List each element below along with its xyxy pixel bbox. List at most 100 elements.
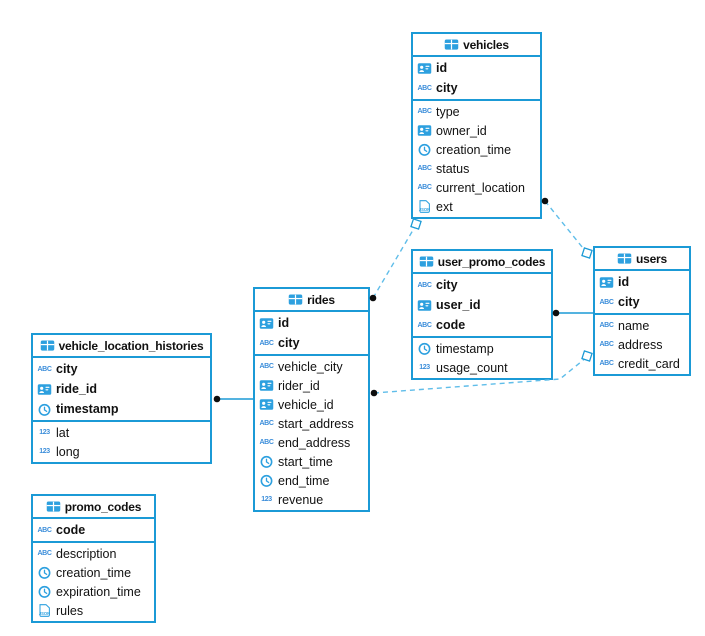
relationship-users-vehicles (544, 200, 588, 254)
column-label: type (436, 104, 460, 119)
abc-icon: ABC (417, 321, 432, 329)
column-row-city[interactable]: ABC city (33, 359, 210, 379)
table-grid-icon (419, 254, 434, 269)
id-badge-icon (417, 298, 432, 313)
number-123-icon: 123 (39, 429, 50, 436)
column-label: city (436, 81, 458, 95)
column-label: address (618, 337, 663, 352)
column-label: credit_card (618, 356, 680, 371)
abc-icon: ABC (417, 84, 432, 92)
column-row-timestamp[interactable]: timestamp (33, 399, 210, 419)
id-badge-icon (259, 397, 274, 412)
column-row-creation_time[interactable]: creation_time (413, 140, 540, 159)
table-title: vehicle_location_histories (58, 338, 204, 353)
column-label: description (56, 546, 117, 561)
column-label: city (278, 336, 300, 350)
abc-icon: ABC (37, 526, 52, 534)
column-row-id[interactable]: id (595, 272, 689, 292)
id-badge-icon (417, 123, 432, 138)
abc-icon: ABC (417, 184, 432, 191)
table-header[interactable]: vehicles (413, 34, 540, 57)
column-row-vehicle_id[interactable]: vehicle_id (255, 395, 368, 414)
clock-icon (37, 584, 52, 599)
column-label: end_time (278, 473, 330, 488)
json-file-icon: JSON (37, 603, 52, 618)
table-header[interactable]: rides (255, 289, 368, 312)
column-label: city (436, 278, 458, 292)
column-label: start_address (278, 416, 354, 431)
column-row-rules[interactable]: JSON rules (33, 601, 154, 620)
column-row-expiration_time[interactable]: expiration_time (33, 582, 154, 601)
primary-key-section: ABC code (33, 519, 154, 541)
table-grid-icon (46, 499, 61, 514)
relationship-square-marker (581, 350, 593, 362)
column-row-creation_time[interactable]: creation_time (33, 563, 154, 582)
column-label: rules (56, 603, 84, 618)
column-row-city[interactable]: ABC city (413, 275, 551, 295)
column-label: start_time (278, 454, 333, 469)
column-row-start_address[interactable]: ABC start_address (255, 414, 368, 433)
table-header[interactable]: user_promo_codes (413, 251, 551, 274)
table-header[interactable]: vehicle_location_histories (33, 335, 210, 358)
clock-icon (37, 565, 52, 580)
column-row-ride_id[interactable]: ride_id (33, 379, 210, 399)
abc-icon: ABC (417, 281, 432, 289)
column-row-user_id[interactable]: user_id (413, 295, 551, 315)
column-row-id[interactable]: id (413, 58, 540, 78)
abc-icon: ABC (37, 550, 52, 557)
column-row-description[interactable]: ABC description (33, 544, 154, 563)
table-title: promo_codes (64, 499, 142, 514)
abc-icon: ABC (259, 420, 274, 427)
clock-icon (37, 402, 52, 417)
clock-icon (259, 473, 274, 488)
column-row-end_time[interactable]: end_time (255, 471, 368, 490)
column-label: city (56, 362, 78, 376)
column-row-code[interactable]: ABC code (33, 520, 154, 540)
column-row-current_location[interactable]: ABC current_location (413, 178, 540, 197)
column-label: code (436, 318, 466, 332)
clock-icon (417, 142, 432, 157)
column-row-city[interactable]: ABC city (413, 78, 540, 98)
column-row-start_time[interactable]: start_time (255, 452, 368, 471)
column-row-id[interactable]: id (255, 313, 368, 333)
column-label: current_location (436, 180, 525, 195)
column-row-timestamp[interactable]: timestamp (413, 339, 551, 358)
table-header[interactable]: users (595, 248, 689, 271)
abc-icon: ABC (37, 365, 52, 373)
column-label: code (56, 523, 86, 537)
relationship-dot-marker (369, 294, 377, 302)
column-row-owner_id[interactable]: owner_id (413, 121, 540, 140)
column-label: revenue (278, 492, 324, 507)
column-row-rider_id[interactable]: rider_id (255, 376, 368, 395)
column-label: name (618, 318, 650, 333)
table-header[interactable]: promo_codes (33, 496, 154, 519)
column-row-code[interactable]: ABC code (413, 315, 551, 335)
relationship-dot-marker (213, 395, 221, 403)
svg-text:JSON: JSON (39, 611, 50, 616)
